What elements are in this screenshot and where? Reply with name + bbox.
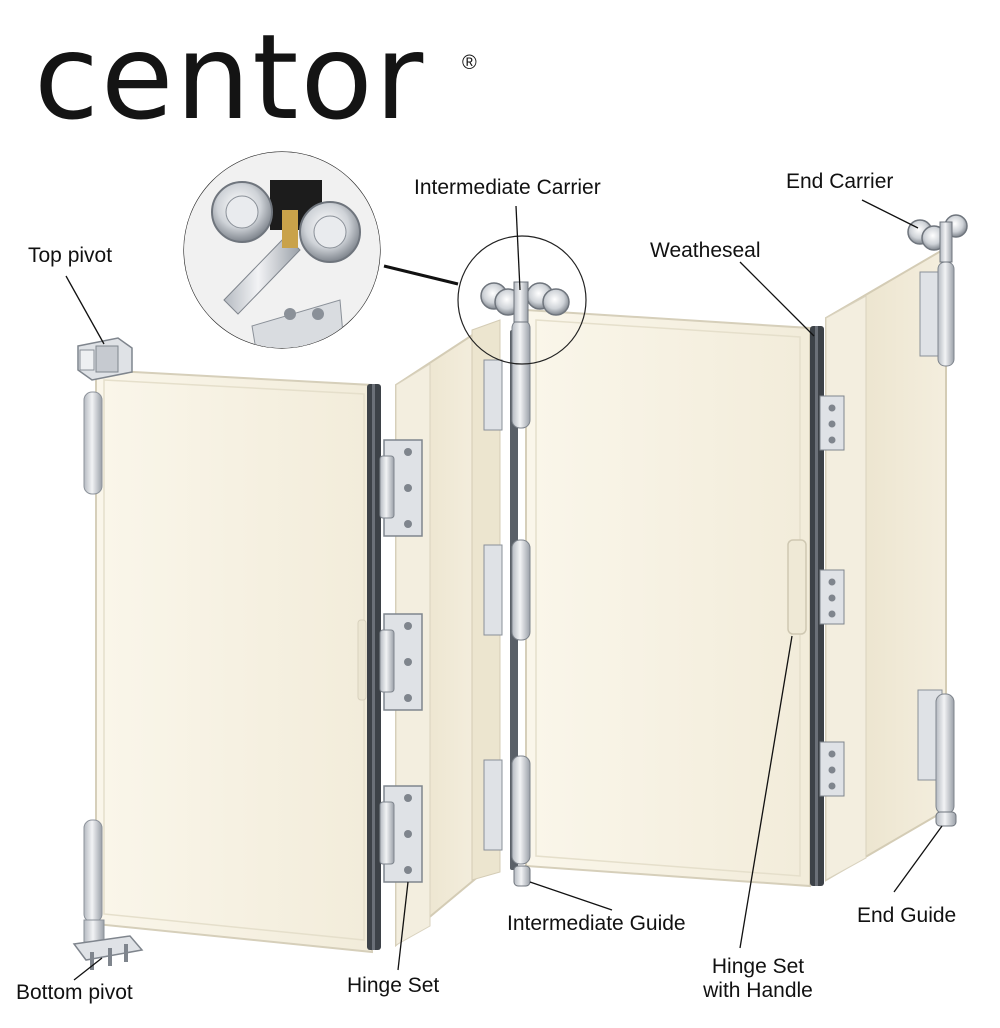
label-hinge-set-with-handle-line1: Hinge Set: [711, 955, 805, 978]
leader-hinge-set-with-handle: [739, 635, 793, 949]
label-weatheseal: Weatheseal: [650, 239, 761, 262]
label-top-pivot: Top pivot: [28, 244, 113, 267]
hinge-set-right: [819, 395, 845, 797]
top-pivot-hardware: [77, 337, 133, 381]
leader-lines: [65, 199, 943, 981]
label-intermediate-carrier: Intermediate Carrier: [414, 176, 601, 199]
bottom-pivot-hardware: [72, 919, 144, 970]
label-bottom-pivot: Bottom pivot: [16, 981, 133, 1004]
label-hinge-set: Hinge Set: [347, 974, 440, 997]
leader-hinge-set: [397, 881, 409, 971]
inset-closeup: [183, 151, 381, 349]
end-guide-hardware: [935, 811, 957, 827]
brand-logo: centor: [34, 8, 426, 146]
registered-mark: ®: [462, 52, 477, 74]
leader-end-carrier: [861, 199, 919, 229]
label-end-carrier: End Carrier: [786, 170, 894, 193]
leader-bottom-pivot: [73, 957, 103, 981]
label-end-guide: End Guide: [857, 904, 957, 927]
door-panel-4: [825, 246, 947, 882]
inset-connector-line: [383, 264, 459, 286]
hinge-set-left: [379, 439, 423, 883]
end-carrier-hardware: [907, 214, 968, 263]
leader-intermediate-carrier: [515, 205, 521, 291]
intermediate-guide-hardware: [513, 865, 531, 887]
leader-top-pivot: [65, 275, 105, 345]
label-intermediate-guide: Intermediate Guide: [507, 912, 686, 935]
door-handle: [787, 539, 807, 635]
door-panel-3: [525, 308, 811, 888]
label-hinge-set-with-handle: Hinge Set with Handle: [690, 955, 826, 1002]
door-panel-1: [95, 368, 373, 954]
intermediate-carrier-hardware: [480, 281, 570, 323]
left-pivot-pins: [83, 391, 103, 923]
label-hinge-set-with-handle-line2: with Handle: [703, 978, 813, 1002]
leader-intermediate-guide: [529, 881, 613, 911]
hinge-set-center: [483, 319, 531, 865]
leader-end-guide: [893, 825, 943, 893]
carrier-highlight-circle: [457, 235, 587, 365]
leader-weatheseal: [739, 261, 815, 337]
